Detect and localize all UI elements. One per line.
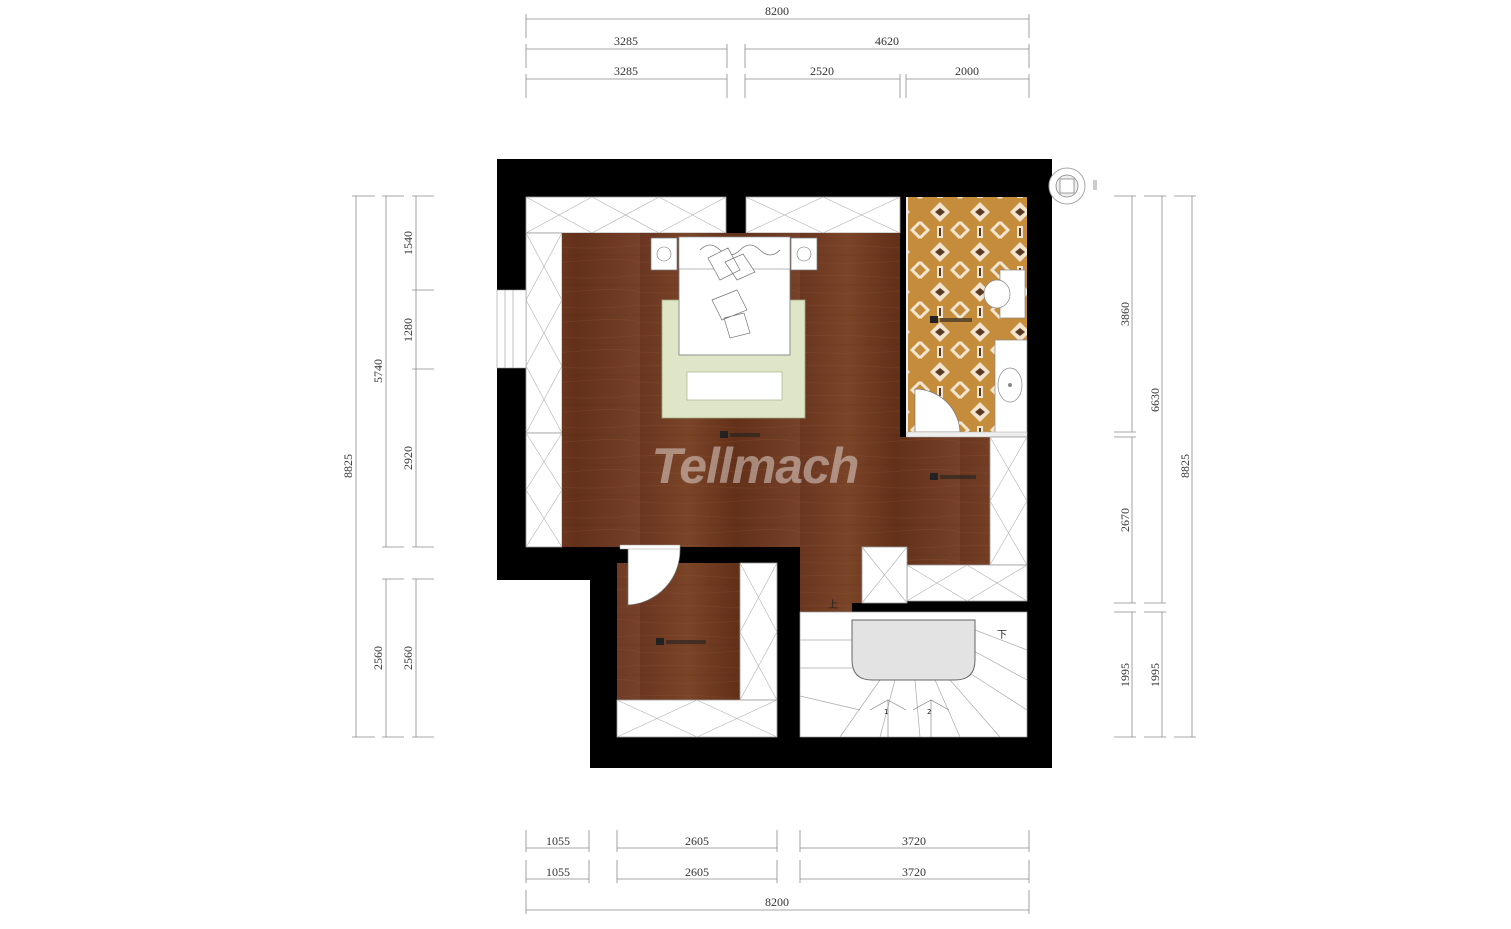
- dim-top-1a: 3285: [614, 34, 638, 48]
- dim-bottom-1a: 1055: [546, 834, 570, 848]
- dim-top-2a: 3285: [614, 64, 638, 78]
- interior: 1 2 上 下: [496, 196, 1028, 738]
- watermark: Tellmach: [652, 438, 859, 494]
- nightstand-right: [790, 237, 818, 271]
- stair-down-mark: 下: [997, 630, 1007, 641]
- dim-top-1b: 4620: [875, 34, 899, 48]
- right-dimensions: 3860 2670 1995 6630 1995 8825: [1114, 195, 1196, 738]
- dim-bottom-2b: 2605: [685, 865, 709, 879]
- dim-bottom-2a: 1055: [546, 865, 570, 879]
- dim-left-total: 8825: [341, 454, 355, 478]
- dim-bottom-1c: 3720: [902, 834, 926, 848]
- compass-icon: [1048, 167, 1097, 205]
- dim-top-2c: 2000: [955, 64, 979, 78]
- dim-left-inner-d: 2560: [401, 646, 415, 670]
- dim-left-mid-a: 5740: [371, 359, 385, 383]
- dim-bottom-total: 8200: [765, 895, 789, 909]
- dim-right-mid-a: 6630: [1148, 388, 1162, 412]
- small-room-door: [627, 547, 681, 606]
- dim-right-inner-b: 2670: [1118, 508, 1132, 532]
- dim-left-inner-c: 2920: [401, 446, 415, 470]
- dim-left-mid-b: 2560: [371, 646, 385, 670]
- dim-bottom-2c: 3720: [902, 865, 926, 879]
- left-dimensions: 8825 5740 2560 1540 1280 2920 2560: [341, 195, 434, 738]
- dim-left-inner-a: 1540: [401, 231, 415, 255]
- top-dimensions: 8200 3285 4620 3285 2520 2000: [525, 4, 1030, 98]
- dim-top-total: 8200: [765, 4, 789, 18]
- dim-top-2b: 2520: [810, 64, 834, 78]
- nightstand-left: [650, 237, 678, 271]
- bottom-dimensions: 1055 2605 3720 1055 2605 3720 8200: [525, 830, 1030, 914]
- room-labels: [656, 316, 976, 645]
- dim-bottom-1b: 2605: [685, 834, 709, 848]
- stair-up-mark: 上: [828, 599, 838, 611]
- dim-right-inner-c: 1995: [1118, 663, 1132, 687]
- dim-right-mid-b: 1995: [1148, 663, 1162, 687]
- dim-right-total: 8825: [1178, 454, 1192, 478]
- stair-step-1: 1: [884, 708, 888, 716]
- dim-left-inner-b: 1280: [401, 318, 415, 342]
- dim-right-inner-a: 3860: [1118, 302, 1132, 326]
- stair-step-2: 2: [927, 708, 931, 716]
